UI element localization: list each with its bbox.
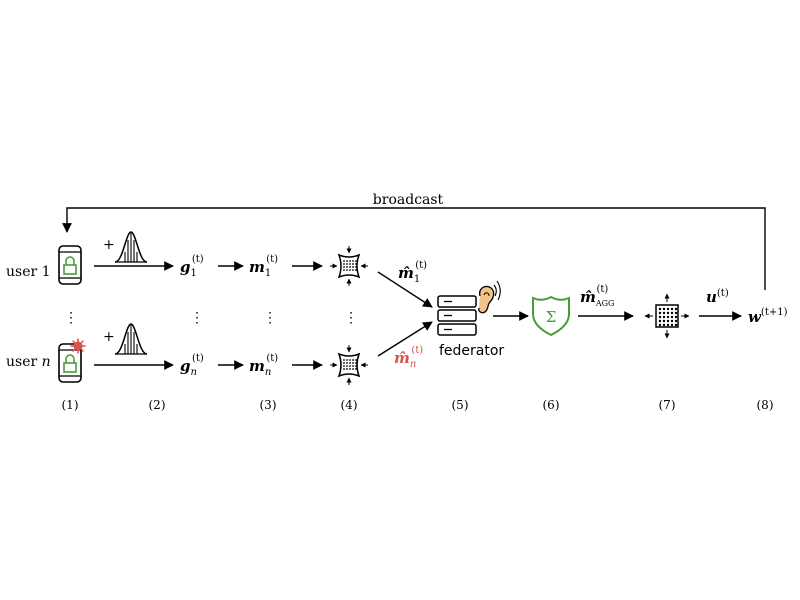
federator-label: federator xyxy=(439,343,504,359)
vdots-gradients: ⋮ xyxy=(190,310,204,326)
u-label: u(t) xyxy=(706,288,729,306)
virus-icon xyxy=(70,338,86,354)
step-4: (4) xyxy=(341,398,358,412)
user-1-label: user 1 xyxy=(6,264,51,280)
m1-label: m1(t) xyxy=(249,254,278,279)
step-1: (1) xyxy=(62,398,79,412)
step-5: (5) xyxy=(452,398,469,412)
ear-icon xyxy=(478,280,501,314)
gaussian-noise-user-n-icon: + xyxy=(103,323,148,355)
arrow-mhat1-to-federator xyxy=(377,271,433,308)
step-8: (8) xyxy=(757,398,774,412)
mhatn-label: m̂n(t) xyxy=(394,345,423,370)
phone-user-1-icon xyxy=(58,245,82,285)
mhat-agg-label: m̂AGG(t) xyxy=(580,284,614,308)
step-2: (2) xyxy=(149,398,166,412)
vdots-compression: ⋮ xyxy=(344,310,358,326)
arrow-mhatn-to-federator xyxy=(377,321,433,357)
step-3: (3) xyxy=(260,398,277,412)
lock-icon xyxy=(63,354,77,373)
sigma-icon: Σ xyxy=(546,308,557,326)
federator-server-icon xyxy=(437,280,501,336)
plus-sign: + xyxy=(103,237,115,253)
broadcast-label: broadcast xyxy=(373,192,444,208)
broadcast-loop: broadcast xyxy=(62,192,766,290)
gaussian-noise-user-1-icon: + xyxy=(103,231,148,263)
expansion-grid-icon xyxy=(644,293,690,339)
step-6: (6) xyxy=(543,398,560,412)
step-labels: (1) (2) (3) (4) (5) (6) (7) (8) xyxy=(62,398,774,412)
shield-aggregation-icon: Σ xyxy=(532,295,570,337)
phone-user-n-icon xyxy=(58,338,86,383)
compression-user-n-icon xyxy=(330,345,368,385)
vdots-momentum: ⋮ xyxy=(263,310,277,326)
g1-label: g1(t) xyxy=(180,254,204,279)
compression-user-1-icon xyxy=(330,246,368,286)
gn-label: gn(t) xyxy=(180,353,204,378)
w-label: w(t+1) xyxy=(748,307,788,326)
lock-icon xyxy=(63,256,77,275)
mhat1-label: m̂1(t) xyxy=(398,260,427,285)
plus-sign: + xyxy=(103,329,115,345)
user-n-label: user n xyxy=(6,354,51,370)
vdots-users: ⋮ xyxy=(64,310,78,326)
step-7: (7) xyxy=(659,398,676,412)
mn-label: mn(t) xyxy=(249,353,278,378)
